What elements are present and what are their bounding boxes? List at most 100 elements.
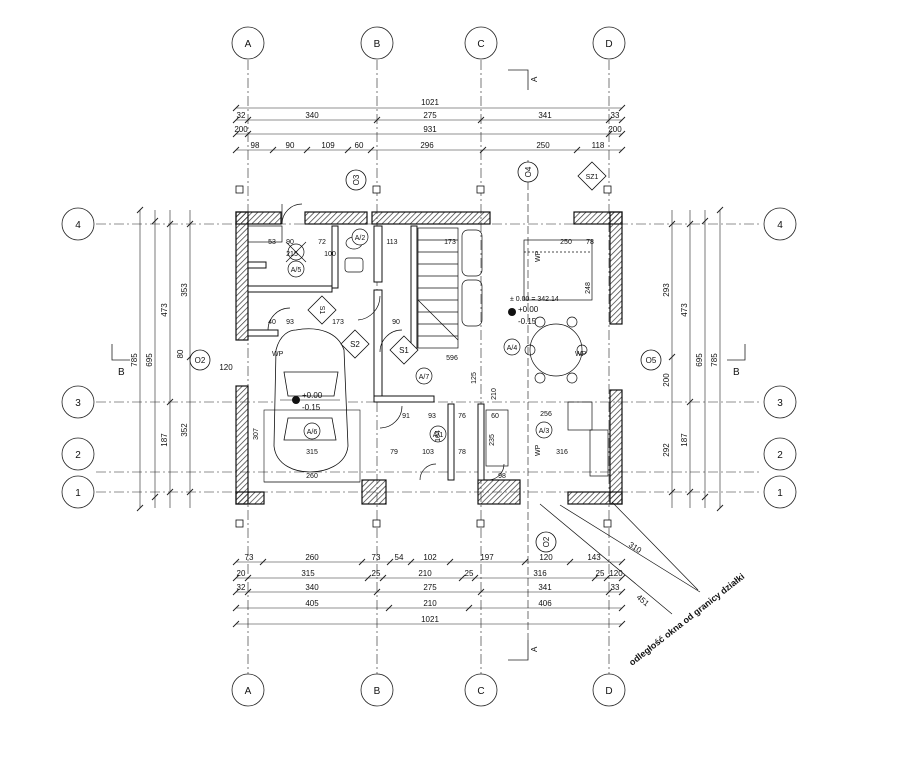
dim-bot-r2-0: 20 (237, 569, 246, 578)
axis-row-1-right: 1 (777, 488, 783, 499)
axis-row-4-left: 4 (75, 220, 81, 231)
dim-bot-r4-1: 210 (423, 599, 437, 608)
dim-bot-r1-3: 54 (395, 553, 404, 562)
dim-bot-r3-1: 340 (305, 583, 319, 592)
axis-row-1-left: 1 (75, 488, 81, 499)
side-dimension-lines (139, 210, 721, 508)
level-main-low: -0.15 (518, 317, 537, 326)
axis-col-c-bottom: C (477, 686, 484, 697)
idim-7: 215 (286, 251, 298, 258)
bathroom-fixtures (247, 225, 364, 273)
idim-17: 60 (491, 413, 499, 420)
dim-top-r1-3: 341 (538, 111, 552, 120)
level-garage: +0.00 (302, 391, 323, 400)
room-tag-a6: A/6 (307, 429, 318, 436)
idim-1: 90 (286, 239, 294, 246)
idim-21: 98 (498, 473, 506, 480)
idim-3: 113 (386, 239, 397, 246)
column-symbols (307, 161, 607, 365)
dim-top-overall: 1021 (421, 98, 439, 107)
staircase (417, 227, 459, 349)
side-marker-left: B (118, 367, 125, 378)
axis-col-c-top: C (477, 39, 484, 50)
idim-22: 173 (332, 319, 344, 326)
dim-left-4: 187 (160, 433, 169, 447)
wp-label-4: WP (535, 444, 542, 456)
idim-19: 79 (390, 449, 398, 456)
top-dimension-ticks (232, 104, 626, 154)
idim-24: 90 (392, 319, 400, 326)
dim-top-r3-3: 60 (355, 141, 364, 150)
axis-row-4-right: 4 (777, 220, 783, 231)
dim-left-0: 785 (130, 353, 139, 367)
idim-23: 93 (286, 319, 294, 326)
dim-bot-r2-3: 210 (418, 569, 432, 578)
axis-col-b-bottom: B (374, 686, 381, 697)
room-tag-a7: A/7 (419, 374, 430, 381)
dim-bot-r1-5: 197 (480, 553, 494, 562)
idim-20: 78 (458, 449, 466, 456)
side-marker-right: B (733, 367, 740, 378)
dim-top-r3-6: 118 (592, 141, 605, 150)
grid-posts (235, 185, 612, 528)
idim-29: 125 (471, 372, 478, 384)
dim-left-7: 120 (219, 363, 233, 372)
axis-bubbles (61, 26, 797, 707)
window-tag-o5: O5 (646, 356, 657, 365)
dim-bot-r2-2: 25 (372, 569, 381, 578)
window-tag-o4: O4 (524, 166, 533, 177)
idim-12: 315 (306, 449, 318, 456)
idim-14: 91 (402, 413, 410, 420)
idim-6: 78 (586, 239, 594, 246)
window-tags (189, 161, 662, 553)
room-tags (287, 228, 553, 443)
symbol-s2: S2 (350, 340, 360, 349)
dim-bot-r1-6: 120 (539, 553, 553, 562)
dim-right-6: 187 (680, 433, 689, 447)
level-marks (292, 308, 516, 404)
dim-top-r3-0: 98 (251, 141, 260, 150)
idim-0: 53 (268, 239, 276, 246)
exterior-walls (235, 211, 623, 505)
dim-bot-r1-1: 260 (305, 553, 319, 562)
dim-bot-r3-4: 33 (611, 583, 620, 592)
bottom-dimension-text: 73 260 73 54 102 197 120 143 20 315 25 2… (237, 553, 624, 624)
dim-bot-r2-6: 25 (596, 569, 605, 578)
symbol-s1: S1 (399, 346, 409, 355)
axis-row-3-left: 3 (75, 398, 81, 409)
idim-4: 173 (444, 239, 456, 246)
car (273, 328, 349, 473)
dim-left-1: 695 (145, 353, 154, 367)
bottom-dimension-lines (236, 561, 622, 625)
idim-10: 256 (540, 411, 552, 418)
window-distance-310: 310 (627, 540, 644, 555)
window-tag-o3: O3 (352, 174, 361, 185)
window-tag-o2-left: O2 (195, 356, 206, 365)
room-tag-a4: A/4 (507, 345, 518, 352)
idim-27: 164 (435, 430, 442, 442)
idim-30: 248 (585, 282, 592, 294)
dim-left-5: 352 (180, 423, 189, 437)
dim-left-2: 473 (160, 303, 169, 317)
dim-top-r1-4: 33 (611, 111, 620, 120)
side-dimension-ticks (136, 206, 724, 512)
idim-26: 307 (253, 428, 260, 440)
dim-bot-r4-2: 406 (538, 599, 552, 608)
dim-right-5: 785 (710, 353, 719, 367)
idim-8: 100 (324, 251, 336, 258)
idim-18: 103 (422, 449, 434, 456)
window-tag-labels: O2 O5 O3 O4 O2 (195, 166, 657, 547)
room-tag-labels: A/5 A/3 A/4 A/7 A/6 A/2 A/1 (291, 235, 550, 439)
axis-row-2-right: 2 (777, 450, 783, 461)
door-swings (267, 203, 505, 481)
dim-bot-r3-2: 275 (423, 583, 437, 592)
idim-25: 40 (268, 319, 276, 326)
window-tag-o2-bottom: O2 (542, 536, 551, 547)
dim-bot-overall: 1021 (421, 615, 439, 624)
dim-left-6: 80 (176, 349, 185, 358)
dim-bot-r2-1: 315 (301, 569, 315, 578)
window-distance-lines (539, 501, 701, 615)
axis-row-3-right: 3 (777, 398, 783, 409)
dim-right-4: 695 (695, 353, 704, 367)
